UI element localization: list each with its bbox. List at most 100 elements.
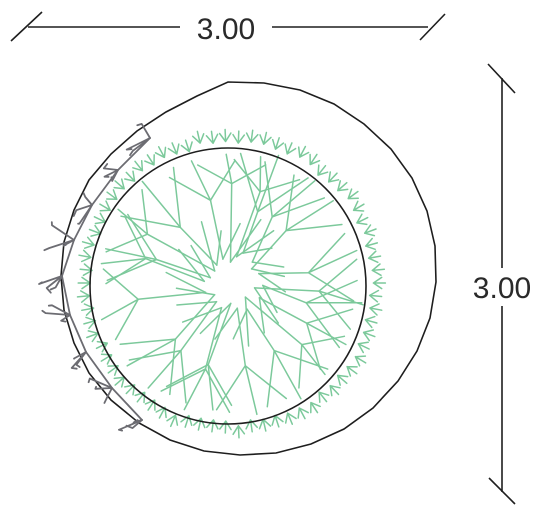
gray-branch-twig xyxy=(38,275,63,285)
tree-twig xyxy=(120,215,182,229)
tree-twig xyxy=(244,296,250,347)
tree-tip xyxy=(310,401,321,414)
tree-tip xyxy=(191,130,205,144)
tree-tip xyxy=(371,263,386,277)
tree-tip xyxy=(284,142,297,155)
tree-twig xyxy=(172,166,182,229)
tree-twig xyxy=(258,272,287,293)
tree-twig xyxy=(305,308,354,324)
tree-twig xyxy=(216,230,222,266)
tree-tip xyxy=(346,365,358,377)
gray-branch-twig xyxy=(103,387,113,404)
tree-tip xyxy=(99,200,111,212)
tree-twig xyxy=(305,279,358,304)
tree-tip xyxy=(336,374,349,386)
tree-twig xyxy=(119,338,177,346)
gray-branch-twig xyxy=(94,385,113,390)
gray-branch-twig xyxy=(75,351,87,368)
tree-branch xyxy=(244,296,326,376)
height-dimension: 3.00 xyxy=(466,63,538,505)
tree-twig xyxy=(105,233,149,253)
gray-branch-twig xyxy=(60,314,71,323)
gray-branch-twig xyxy=(129,137,151,156)
tree-branch xyxy=(100,291,207,321)
tree-twig xyxy=(318,290,352,330)
tree-tip xyxy=(78,249,92,263)
gray-branch-twig xyxy=(73,351,87,360)
gray-branch-twig xyxy=(125,137,151,151)
tree-tip xyxy=(362,329,376,342)
tree-twig xyxy=(239,152,259,213)
tree-tip xyxy=(113,376,125,388)
height-dimension-tick-top xyxy=(487,63,516,94)
tree-twig xyxy=(209,159,236,202)
tree-twig xyxy=(285,174,295,232)
gray-branch-symbol xyxy=(38,123,151,432)
gray-branch-twig xyxy=(72,204,93,217)
tree-tip xyxy=(88,224,102,237)
tree-tip xyxy=(356,213,369,226)
tree-tip xyxy=(113,178,125,190)
tree-twig xyxy=(307,232,346,274)
tree-twig xyxy=(235,229,275,258)
gray-branch-twig xyxy=(43,239,75,252)
gray-branch-twig xyxy=(62,239,75,247)
tree-tip xyxy=(93,212,106,225)
tree-twig xyxy=(141,188,149,235)
tree-tip xyxy=(134,391,146,404)
tree-tip xyxy=(297,145,310,158)
gray-branch-spine xyxy=(61,137,151,421)
outer-canopy-outline xyxy=(60,81,437,456)
width-dimension-tick-right xyxy=(419,13,446,41)
tree-tip xyxy=(363,224,377,237)
tree-twig xyxy=(298,343,303,389)
tree-twig xyxy=(318,258,358,292)
tree-twig xyxy=(165,271,207,294)
tree-tip xyxy=(364,315,378,329)
gray-branch-twig xyxy=(41,309,71,316)
tree-tip xyxy=(76,290,91,303)
tree-tip xyxy=(245,129,259,143)
tree-tip xyxy=(258,418,272,432)
tree-twig xyxy=(301,335,346,346)
tree-tip xyxy=(232,130,246,144)
tree-tip xyxy=(219,420,232,434)
tree-tip xyxy=(317,164,329,176)
tree-tip xyxy=(144,154,155,166)
tree-tip xyxy=(309,153,321,166)
tree-twig xyxy=(214,307,239,340)
tree-tip xyxy=(357,341,370,354)
tree-tip xyxy=(337,180,349,192)
tree-tip xyxy=(284,412,297,425)
tree-twig xyxy=(199,302,232,335)
tree-tip xyxy=(318,391,330,403)
tree-twig xyxy=(305,322,322,371)
gray-branch-twig xyxy=(87,377,113,389)
tree-twig xyxy=(165,363,209,388)
tree-tip xyxy=(259,131,272,145)
tree-twig xyxy=(168,176,212,202)
green-tree-symbol xyxy=(76,128,387,439)
tree-tip xyxy=(166,414,179,428)
tree-tip xyxy=(368,289,383,303)
gray-branch-twig xyxy=(47,304,71,316)
tree-tip xyxy=(329,384,341,397)
tree-twig xyxy=(128,349,182,361)
tree-twig xyxy=(307,271,355,302)
gray-branch-twig xyxy=(102,163,119,171)
tree-twig xyxy=(285,223,343,232)
gray-branch-twig xyxy=(110,169,119,182)
tree-tip xyxy=(167,142,180,155)
tree-twig xyxy=(190,244,212,279)
tree-twig xyxy=(178,248,206,283)
tree-twig xyxy=(215,364,247,411)
tree-tip xyxy=(297,407,309,420)
inner-canopy-outline xyxy=(89,147,367,425)
tree-twig xyxy=(266,349,275,408)
tree-branch xyxy=(258,249,358,275)
tree-twig xyxy=(271,197,326,218)
gray-branch-twig xyxy=(77,204,93,225)
tree-twig xyxy=(124,215,147,260)
gray-branch-twig xyxy=(118,419,143,432)
tree-twig xyxy=(196,164,233,185)
